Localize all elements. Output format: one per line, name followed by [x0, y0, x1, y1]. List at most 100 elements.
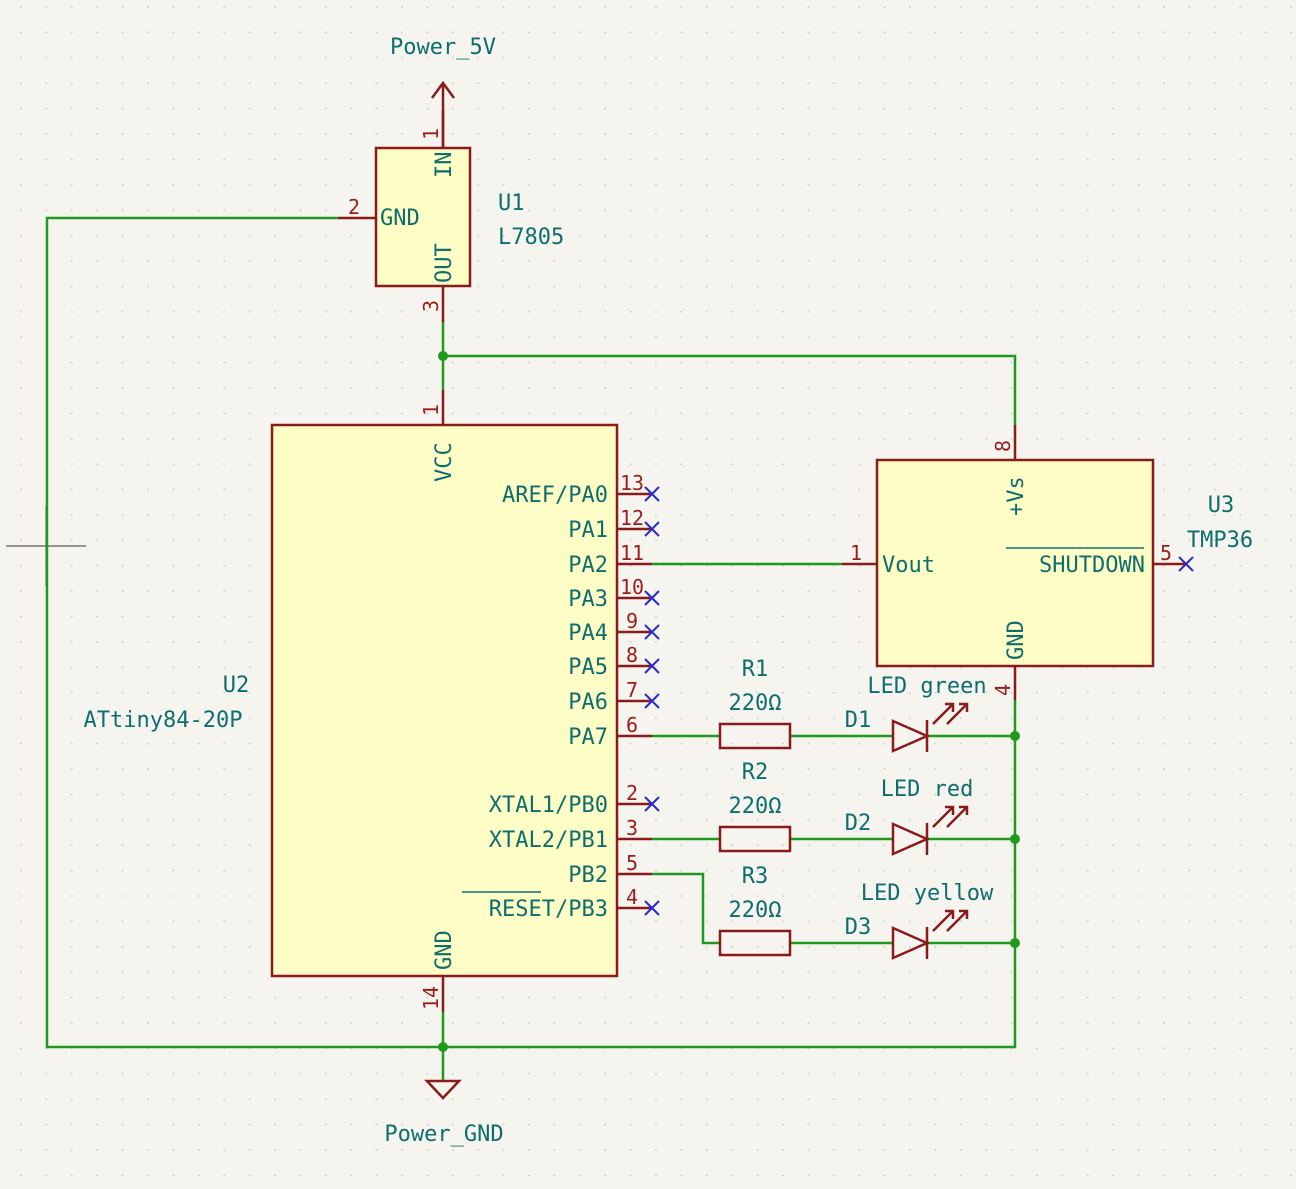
light-emission-icon	[932, 909, 969, 932]
u2-value: ATtiny84-20P	[84, 708, 243, 733]
no-connect-icon	[644, 521, 660, 537]
wires	[45, 216, 1017, 1080]
u2-pin-label: PA2	[568, 553, 608, 578]
r2-value: 220Ω	[729, 794, 782, 819]
u2-vcc-pin-number: 1	[419, 404, 443, 416]
u2-pin-label: RESET/PB3	[489, 897, 608, 922]
u2-pin-number: 10	[620, 575, 644, 599]
u2-pin-pa6[interactable]: PA6 7	[568, 678, 652, 715]
no-connect-icon	[644, 796, 660, 812]
u2-pin-label: PA7	[568, 725, 608, 750]
u2-pin-number: 6	[626, 713, 638, 737]
u2-pin-number: 2	[626, 781, 638, 805]
power-arrow-icon	[430, 80, 456, 99]
u3-vs-pin-label: +Vs	[1004, 476, 1029, 516]
u1-value: L7805	[498, 225, 564, 250]
power-gnd-symbol[interactable]: Power_GND	[384, 1079, 504, 1147]
u2-pin-number: 12	[620, 506, 644, 530]
u2-pin-number: 13	[620, 471, 644, 495]
led-d2[interactable]: D2 LED red	[845, 777, 974, 856]
ground-icon	[424, 1079, 462, 1100]
u2-pin-pa5[interactable]: PA5 8	[568, 643, 652, 680]
light-emission-icon	[932, 805, 969, 828]
resistor-r3[interactable]: R3 220Ω	[718, 864, 792, 957]
u3-vs-pin-number: 8	[991, 440, 1015, 452]
u2-pin-label: XTAL2/PB1	[489, 828, 608, 853]
d2-reference: D2	[845, 811, 872, 836]
u1-gnd-pin-label: GND	[380, 206, 420, 231]
u2-reference: U2	[223, 673, 250, 698]
u1-out-pin-number: 3	[419, 300, 443, 312]
u3-shutdown-pin-label: SHUTDOWN	[1039, 553, 1145, 578]
r1-reference: R1	[742, 657, 769, 682]
u2-pin-label: PA3	[568, 587, 608, 612]
u2-pin-label: XTAL1/PB0	[489, 793, 608, 818]
u3-vout-pin-number: 1	[850, 541, 862, 565]
u2-pin-xtal2-pb1[interactable]: XTAL2/PB1 3	[489, 816, 652, 853]
resistor-r2[interactable]: R2 220Ω	[718, 760, 792, 853]
d3-reference: D3	[845, 915, 872, 940]
u2-pin-pa1[interactable]: PA1 12	[568, 506, 652, 543]
power-gnd-label: Power_GND	[384, 1122, 503, 1147]
u2-pin-number: 9	[626, 609, 638, 633]
u3-gnd-pin-label: GND	[1004, 620, 1029, 660]
no-connect-icon	[644, 900, 660, 916]
u2-pin-number: 8	[626, 643, 638, 667]
u2-pin-pa3[interactable]: PA3 10	[568, 575, 652, 612]
u3-vout-pin-label: Vout	[882, 553, 935, 578]
d3-value: LED yellow	[861, 881, 994, 906]
no-connect-icon	[644, 624, 660, 640]
power-5v-label: Power_5V	[390, 35, 496, 60]
u2-gnd-pin-label: GND	[432, 930, 457, 970]
u2-pin-pa7[interactable]: PA7 6	[568, 713, 652, 750]
r1-value: 220Ω	[729, 691, 782, 716]
u1-gnd-pin-number: 2	[348, 195, 360, 219]
u2-pin-label: PA6	[568, 690, 608, 715]
no-connect-icon	[644, 590, 660, 606]
r3-value: 220Ω	[729, 898, 782, 923]
u3-reference: U3	[1208, 493, 1235, 518]
u2-pin-label: PA1	[568, 518, 608, 543]
d2-value: LED red	[881, 777, 974, 802]
u2-pin-label: PA4	[568, 621, 608, 646]
junctions	[438, 351, 1020, 1052]
led-d1[interactable]: D1 LED green	[845, 674, 987, 753]
u2-pin-pb2[interactable]: PB2 5	[568, 851, 652, 888]
u3-gnd-pin-number: 4	[991, 684, 1015, 696]
u2-pin-number: 11	[620, 541, 644, 565]
resistor-r1[interactable]: R1 220Ω	[718, 657, 792, 750]
u2-pin-pa2[interactable]: PA2 11	[568, 541, 652, 578]
d1-reference: D1	[845, 708, 872, 733]
u3-temperature-sensor[interactable]: +Vs 8 Vout 1 SHUTDOWN 5 GND 4 U3 TMP36	[842, 425, 1253, 700]
u2-pin-xtal1-pb0[interactable]: XTAL1/PB0 2	[489, 781, 652, 818]
u2-pin-label: AREF/PA0	[502, 483, 608, 508]
u2-pin-pa4[interactable]: PA4 9	[568, 609, 652, 646]
u1-regulator[interactable]: GND 2 IN 1 OUT 3 U1 L7805	[338, 110, 564, 322]
r2-reference: R2	[742, 760, 769, 785]
u2-pin-number: 3	[626, 816, 638, 840]
u3-value: TMP36	[1187, 528, 1253, 553]
led-d3[interactable]: D3 LED yellow	[845, 881, 994, 960]
u1-in-pin-number: 1	[419, 128, 443, 140]
light-emission-icon	[932, 702, 969, 725]
d1-value: LED green	[867, 674, 986, 699]
u2-pin-aref-pa0[interactable]: AREF/PA0 13	[502, 471, 652, 508]
u1-reference: U1	[498, 191, 525, 216]
u1-in-pin-label: IN	[432, 152, 457, 179]
r3-reference: R3	[742, 864, 769, 889]
u2-vcc-pin-label: VCC	[432, 442, 457, 482]
u2-pin-label: PA5	[568, 655, 608, 680]
power-5v-symbol[interactable]: Power_5V	[390, 35, 496, 148]
u2-pin-label: PB2	[568, 863, 608, 888]
no-connect-icon	[644, 693, 660, 709]
u2-pin-reset-pb3[interactable]: RESET/PB3 4	[462, 885, 652, 922]
no-connect-icon	[644, 658, 660, 674]
u2-pin-number: 4	[626, 885, 638, 909]
u2-microcontroller[interactable]: VCC 1 GND 14 AREF/PA0 13 PA1 12 PA2 11 P…	[84, 390, 652, 1012]
u2-pin-number: 5	[626, 851, 638, 875]
no-connect-icon	[644, 486, 660, 502]
u2-gnd-pin-number: 14	[419, 986, 443, 1010]
u3-shutdown-pin-number: 5	[1160, 541, 1172, 565]
u2-pin-number: 7	[626, 678, 638, 702]
